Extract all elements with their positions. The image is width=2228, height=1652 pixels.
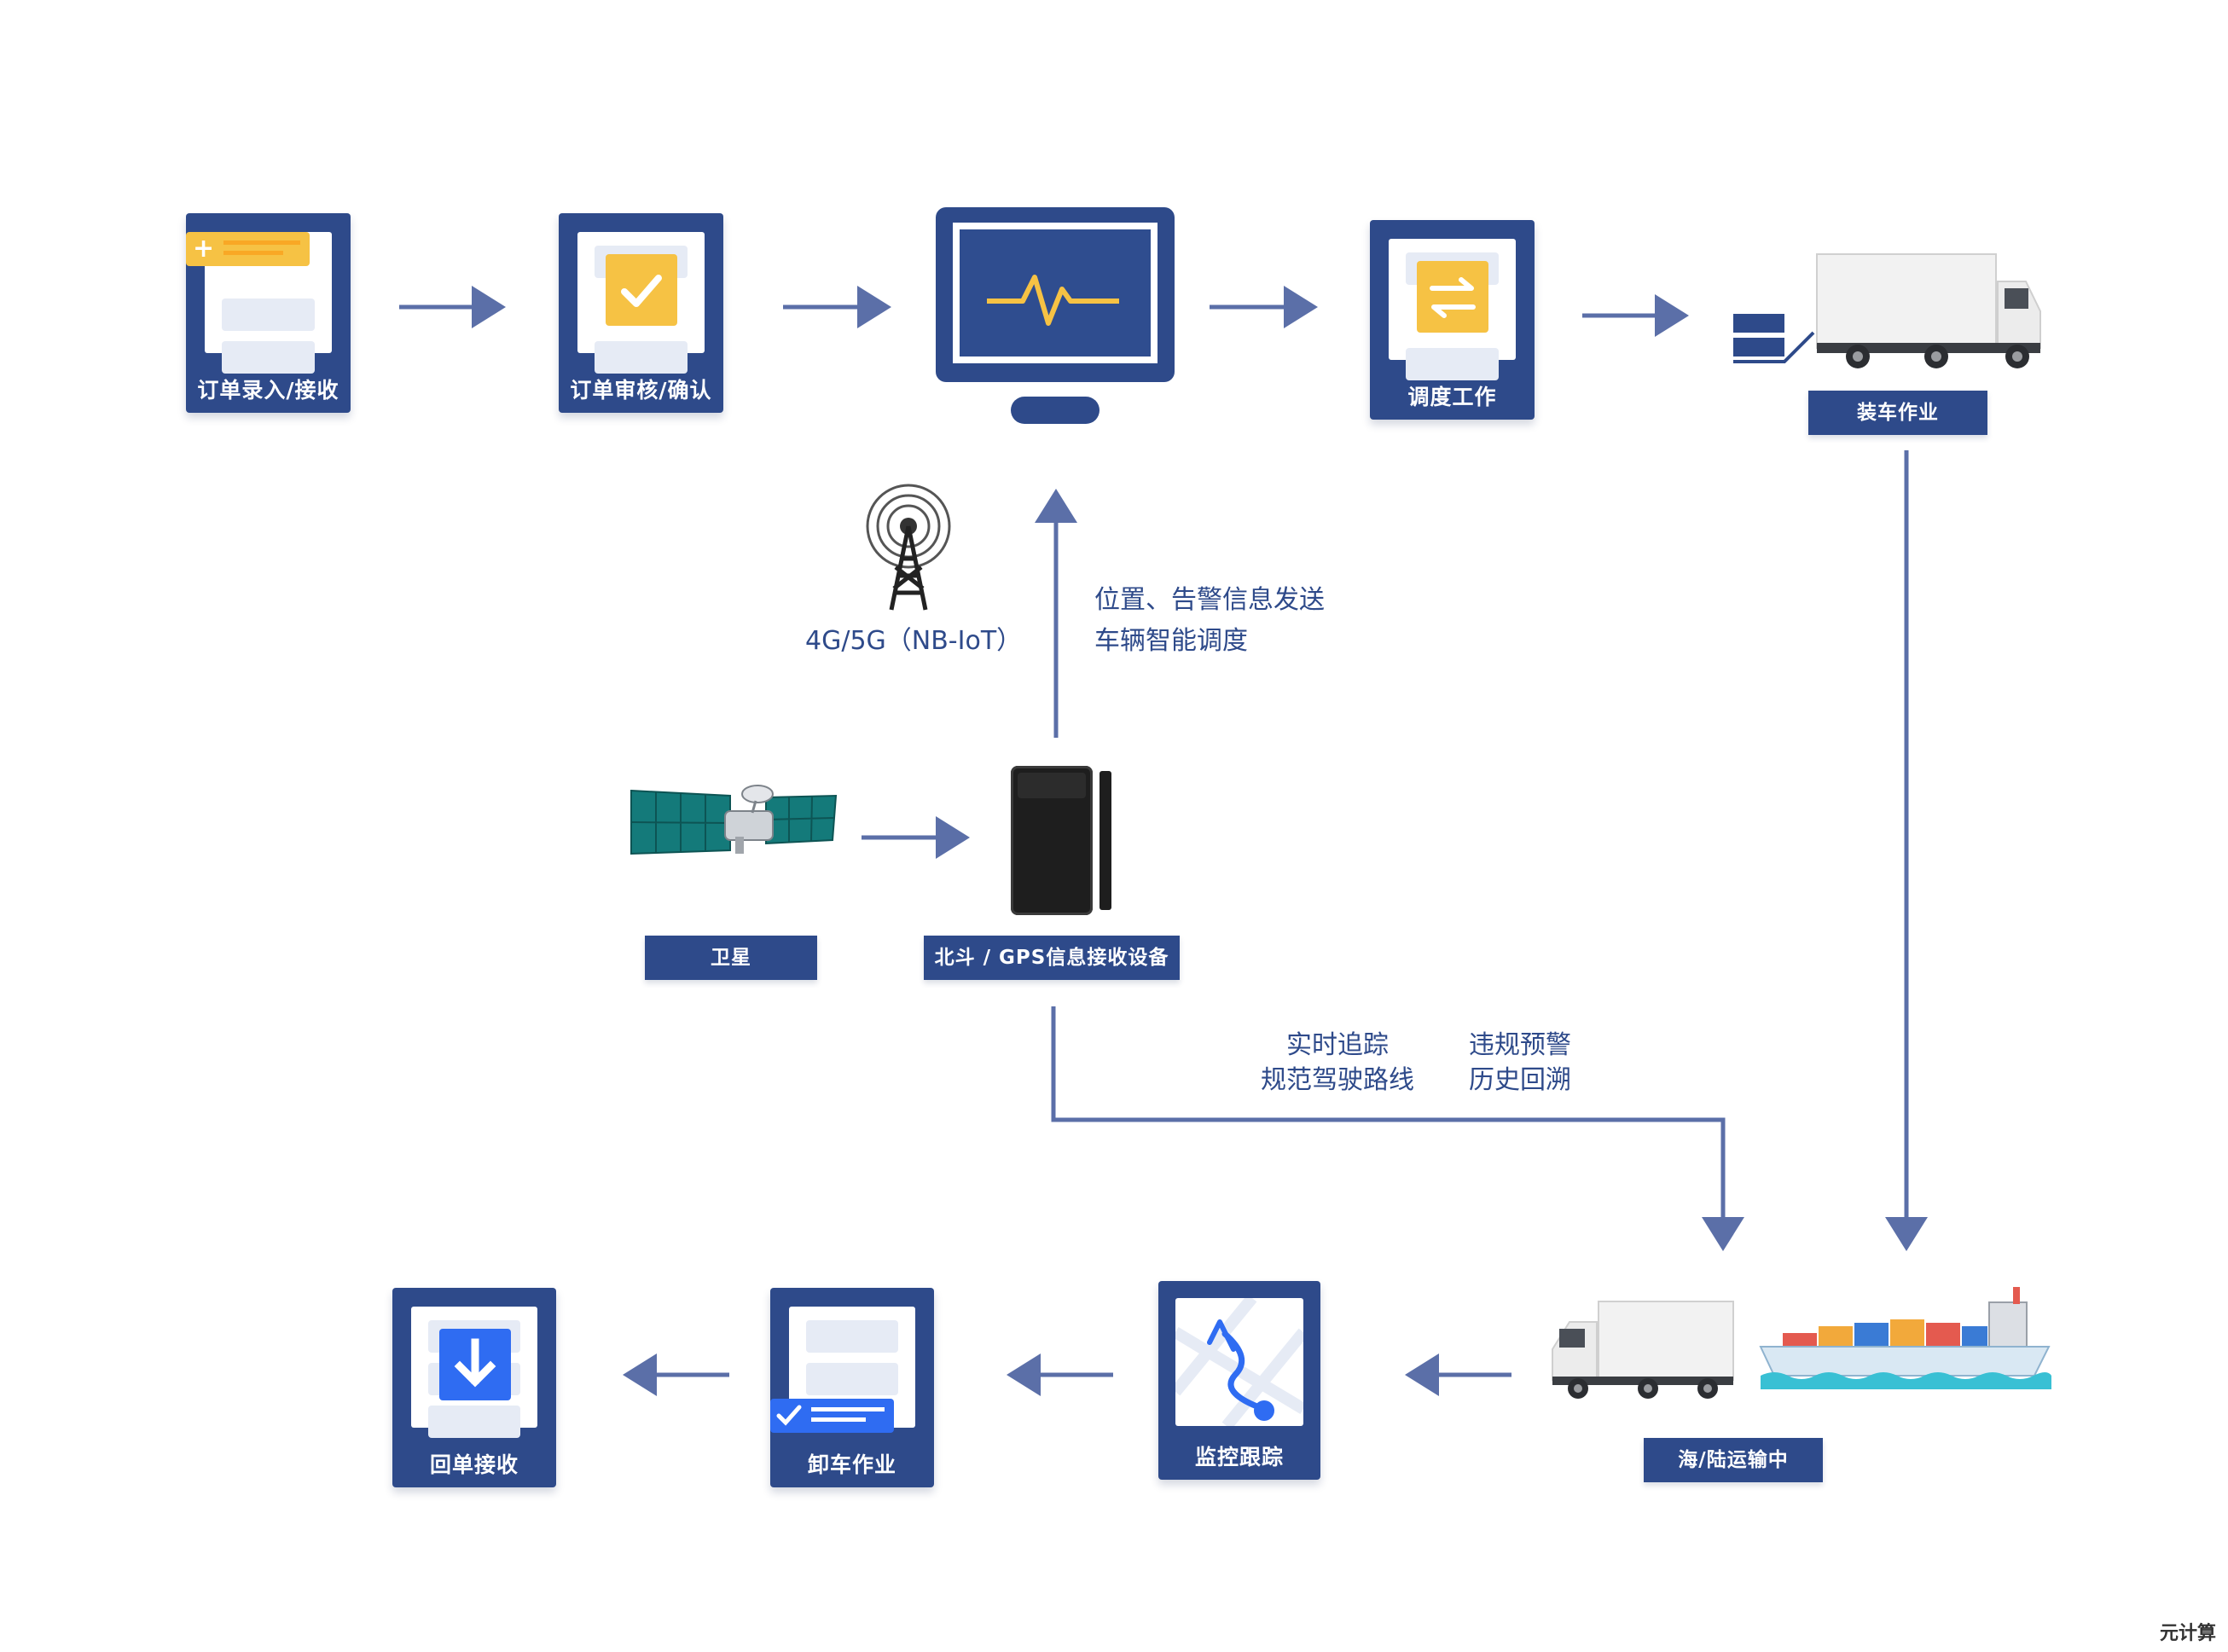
- upload-info-line1: 位置、告警信息发送: [1094, 585, 1325, 615]
- alert-line1: 违规预警: [1469, 1030, 1571, 1060]
- tracking-line2: 规范驾驶路线: [1261, 1065, 1414, 1095]
- unloading-card: 卸车作业: [770, 1288, 934, 1487]
- network-label: 4G/5G（NB-IoT）: [805, 626, 1023, 656]
- satellite-icon: [630, 772, 838, 857]
- monitoring-card: 监控跟踪: [1158, 1281, 1320, 1480]
- receipt-label: 回单接收: [429, 1452, 519, 1477]
- gps-device-icon: [1011, 766, 1111, 915]
- tracking-line1: 实时追踪: [1286, 1030, 1389, 1060]
- order-review-card: 订单审核/确认: [559, 213, 723, 413]
- satellite-label: 卫星: [645, 936, 817, 980]
- monitor-icon: [936, 207, 1175, 427]
- transit-label: 海/陆运输中: [1644, 1438, 1823, 1482]
- swap-arrows-icon: [1417, 261, 1488, 333]
- monitoring-label: 监控跟踪: [1194, 1445, 1284, 1469]
- receipt-card: 回单接收: [392, 1288, 556, 1487]
- gps-device-label: 北斗 / GPS信息接收设备: [924, 936, 1180, 980]
- loading-truck-icon: [1732, 247, 2043, 375]
- loading-label: 装车作业: [1808, 391, 1987, 435]
- watermark: 元计算: [2159, 1623, 2216, 1644]
- dispatch-card: 调度工作: [1370, 220, 1535, 420]
- order-entry-card: + 订单录入/接收: [186, 213, 351, 413]
- unloading-label: 卸车作业: [807, 1452, 896, 1477]
- order-entry-label: 订单录入/接收: [197, 378, 339, 403]
- dispatch-label: 调度工作: [1407, 385, 1497, 409]
- map-route-icon: [1175, 1298, 1303, 1426]
- arrow-device-to-transit: [1051, 1006, 1744, 1251]
- add-note-icon: +: [186, 232, 310, 266]
- cargo-ship-icon: [1757, 1284, 2051, 1394]
- cell-tower-icon: [862, 482, 955, 614]
- upload-info-line2: 车辆智能调度: [1094, 626, 1248, 656]
- checked-task-icon: [770, 1399, 894, 1433]
- checkmark-icon: [606, 254, 677, 326]
- transit-truck-icon: [1546, 1296, 1738, 1403]
- order-review-label: 订单审核/确认: [570, 378, 712, 403]
- download-icon: [439, 1329, 511, 1400]
- alert-line2: 历史回溯: [1469, 1065, 1571, 1095]
